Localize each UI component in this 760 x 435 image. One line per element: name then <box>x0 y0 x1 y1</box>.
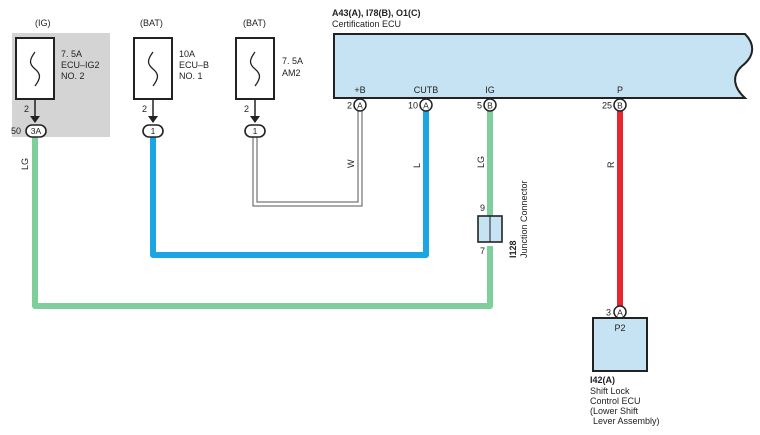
fuse2-rating: 10A <box>179 49 195 59</box>
ecu-code: A43(A), I78(B), O1(C) <box>332 8 421 18</box>
ecu-pin-cutb-circle <box>419 98 433 112</box>
fuse1-arrow-icon <box>30 116 40 123</box>
ecu-pin-plusb-name: +B <box>354 85 365 95</box>
wire-w-plusb-inner <box>253 111 362 206</box>
ecu-pin-ig-circle <box>483 98 497 112</box>
fuse2-source: (BAT) <box>140 18 163 28</box>
connector-am2 <box>244 124 266 138</box>
fuse2-name1: ECU–B <box>179 60 209 70</box>
fuse1-pin: 2 <box>24 104 29 114</box>
ecu-pin-plusb-num: 2 <box>347 101 352 111</box>
ecu-pin-cutb-num: 10 <box>408 101 418 111</box>
ecu-name: Certification ECU <box>332 19 401 29</box>
fuse2-element <box>147 51 159 87</box>
shiftlock-pin-num: 3 <box>606 308 611 318</box>
fuse1-source: (IG) <box>35 18 51 28</box>
ecu-pin-ig-name: IG <box>485 85 495 95</box>
fuse2-name2: NO. 1 <box>179 71 203 81</box>
fuse1-rating: 7. 5A <box>61 49 82 59</box>
connector-3a-label: 3A <box>31 126 42 136</box>
ecu-pin-ig-num: 5 <box>477 101 482 111</box>
fuse3-pin: 2 <box>244 104 249 114</box>
ecu-pin-ig-conn: B <box>487 101 493 111</box>
connector-3a-pin: 50 <box>11 126 21 136</box>
ecu-pin-cutb-name: CUTB <box>414 85 439 95</box>
shiftlock-line4: Lever Assembly) <box>593 416 660 426</box>
shiftlock-line3: (Lower Shift <box>590 406 639 416</box>
fuse1-element <box>29 51 41 87</box>
shiftlock-ecu-body <box>592 317 648 372</box>
fuse3-arrow-icon <box>250 116 260 123</box>
ecu-pin-plusb-conn: A <box>357 101 363 111</box>
wire-l-cutb <box>150 111 429 258</box>
junction-pin-bottom: 7 <box>480 246 485 256</box>
junction-name: Junction Connector <box>519 180 529 258</box>
shiftlock-pin-conn: A <box>617 308 623 318</box>
fuse1-name2: NO. 2 <box>61 71 85 81</box>
fuse1-name1: ECU–IG2 <box>61 60 100 70</box>
ecu-body <box>333 33 754 99</box>
wire1-label: LG <box>20 158 30 170</box>
connector-am2-label: 1 <box>253 126 258 136</box>
junction-pin-top: 9 <box>480 203 485 213</box>
wire4-label: LG <box>476 156 486 168</box>
connector-ecub-label: 1 <box>151 126 156 136</box>
connector-3a <box>25 124 47 138</box>
fuse2-arrow-icon <box>148 116 158 123</box>
ecu-pin-p-circle <box>613 98 627 112</box>
fuse3-rating: 7. 5A <box>282 56 303 66</box>
ecu-pin-p-name: P <box>617 85 623 95</box>
shiftlock-line2: Control ECU <box>590 396 641 406</box>
wire3-label: L <box>412 163 422 168</box>
wire2-label: W <box>346 159 356 168</box>
ecu-pin-cutb-conn: A <box>423 101 429 111</box>
wire-lg-ig2 <box>32 137 493 309</box>
connector-ecub <box>142 124 164 138</box>
junction-code: I128 <box>508 240 518 258</box>
ecu-pin-p-conn: B <box>617 101 623 111</box>
fuse3-source: (BAT) <box>243 18 266 28</box>
ecu-pin-plusb-circle <box>353 98 367 112</box>
fuse3-element <box>249 51 261 87</box>
shiftlock-code: I42(A) <box>590 375 615 385</box>
wire5-label: R <box>606 161 616 168</box>
fuse2-pin: 2 <box>142 104 147 114</box>
shiftlock-line1: Shift Lock <box>590 386 630 396</box>
wire-w-plusb-outer <box>252 111 363 207</box>
shiftlock-terminal: P2 <box>614 323 625 333</box>
ecu-pin-p-num: 25 <box>602 101 612 111</box>
fuse3-name1: AM2 <box>282 68 301 78</box>
